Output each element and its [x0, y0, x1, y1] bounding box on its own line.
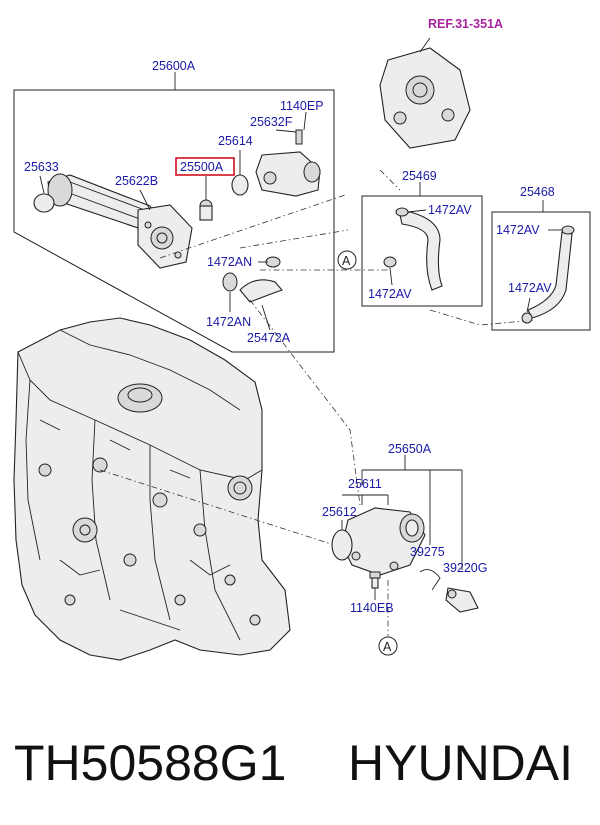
label-25611: 25611: [348, 477, 382, 491]
label-1472AV-c: 1472AV: [496, 223, 540, 237]
highlight-box-25500A: [175, 157, 235, 176]
label-25500A: 25500A: [180, 160, 224, 174]
label-1472AN-a: 1472AN: [207, 255, 252, 269]
label-1472AN-b: 1472AN: [206, 315, 251, 329]
label-25650A: 25650A: [388, 442, 432, 456]
hose-25468: [521, 225, 575, 324]
label-1472AV-a: 1472AV: [428, 203, 472, 217]
brand-caption: HYUNDAI: [348, 735, 574, 791]
marker-a-bottom: A: [378, 580, 398, 656]
part-code-caption: TH50588G1: [14, 735, 287, 791]
label-25622B: 25622B: [115, 174, 158, 188]
label-1140EP: 1140EP: [280, 99, 324, 113]
marker-a-top-label: A: [342, 254, 351, 268]
hose-25469: [383, 207, 443, 291]
label-25632F: 25632F: [250, 115, 293, 129]
gasket-25612: [331, 529, 353, 561]
box-25468: [491, 211, 591, 331]
label-25600A: 25600A: [152, 59, 196, 73]
sensor-39220G: [445, 587, 479, 613]
label-25469: 25469: [402, 169, 437, 183]
label-25612: 25612: [322, 505, 357, 519]
box-25469: [361, 195, 483, 307]
gasket-25614: [231, 174, 249, 196]
assembly-frame-25600A: [13, 89, 335, 353]
label-25633: 25633: [24, 160, 59, 174]
marker-a-top: A: [337, 250, 357, 270]
label-39220G: 39220G: [443, 561, 487, 575]
marker-a-bottom-label: A: [383, 640, 392, 654]
label-ref: REF.31-351A: [428, 17, 503, 31]
egr-cooler: [33, 173, 193, 269]
thermostat-housing-ref: [379, 37, 471, 149]
label-39275: 39275: [410, 545, 445, 559]
leader-lines: [39, 111, 562, 600]
label-25614: 25614: [218, 134, 253, 148]
clip-39275: [419, 569, 441, 591]
label-25472A: 25472A: [247, 331, 291, 345]
bolt-1140EB: [369, 571, 381, 589]
hose-25472A: [222, 256, 283, 303]
label-1472AV-d: 1472AV: [508, 281, 552, 295]
housing-25632F: [255, 129, 321, 197]
label-1472AV-b: 1472AV: [368, 287, 412, 301]
label-25468: 25468: [520, 185, 555, 199]
parts-diagram: A A REF.31-351A 25600A 1140EP 25632F 256…: [13, 17, 591, 661]
label-1140EB: 1140EB: [350, 601, 394, 615]
engine-block: [13, 317, 291, 661]
thermostat-housing-25611: [341, 507, 426, 576]
valve-25500A: [199, 199, 213, 221]
part-labels: REF.31-351A 25600A 1140EP 25632F 25614 2…: [24, 17, 555, 615]
